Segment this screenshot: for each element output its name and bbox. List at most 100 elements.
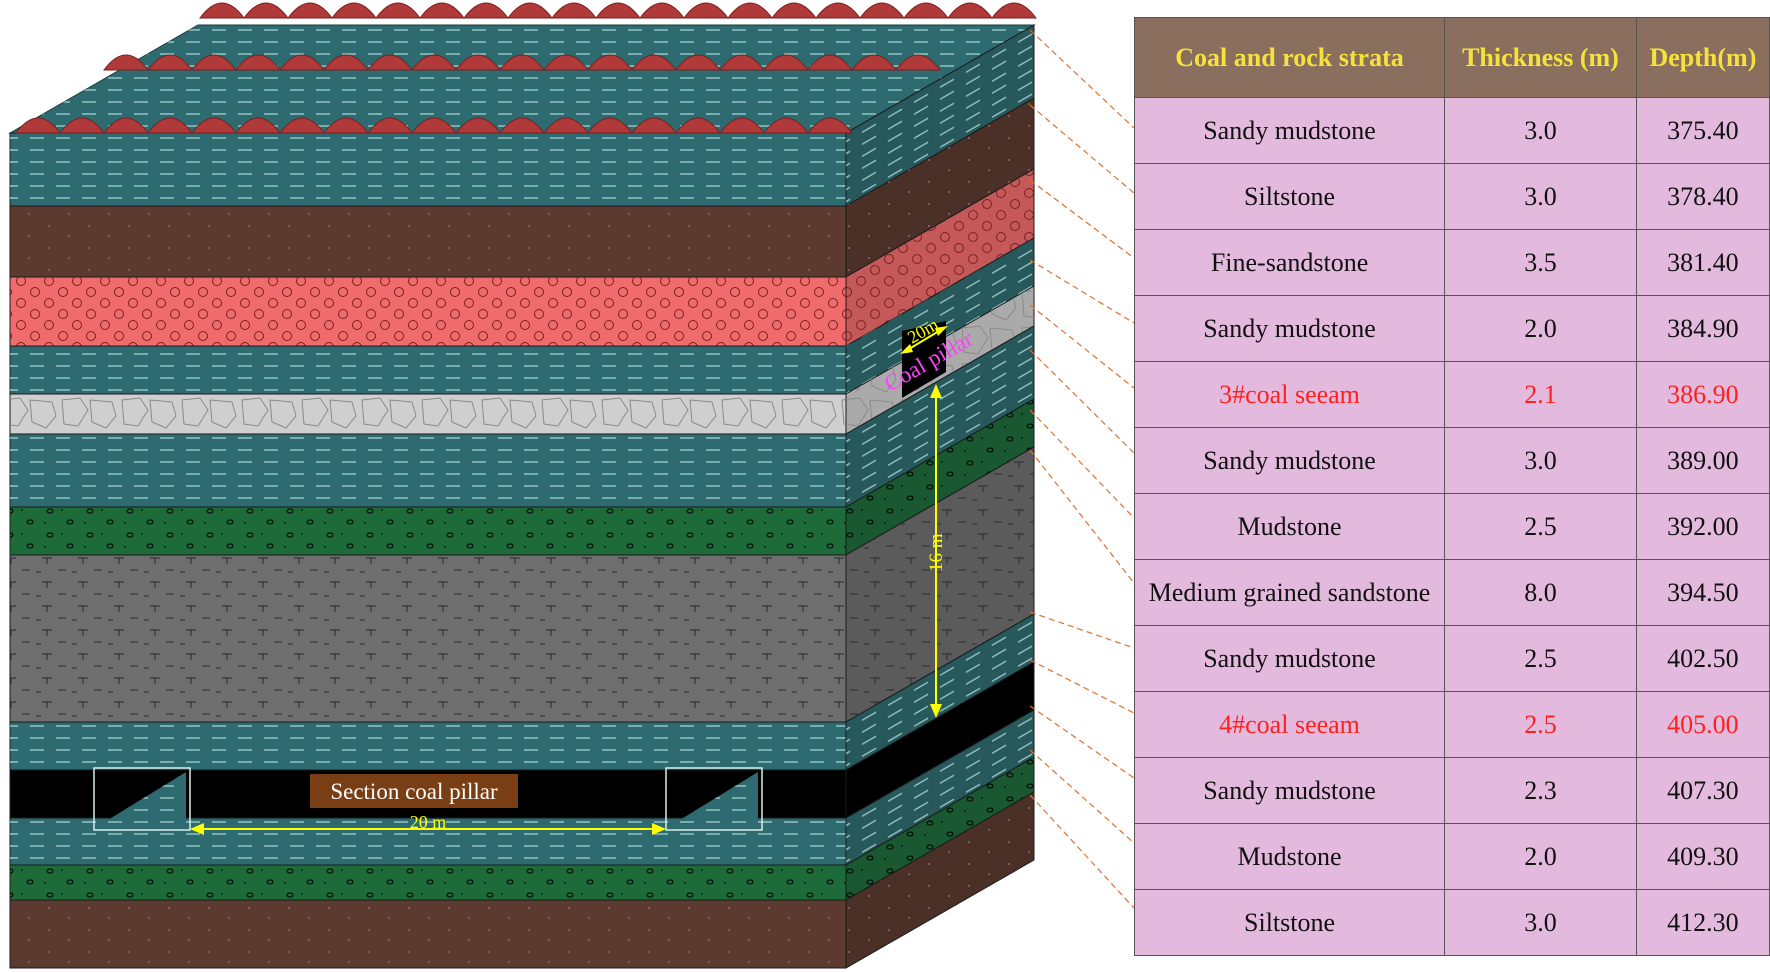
cell-stratum: Siltstone — [1133, 889, 1446, 956]
section-pillar-gob-left — [93, 767, 191, 831]
cell-thickness: 2.5 — [1444, 625, 1637, 692]
layer-pillar-stone-texture — [10, 394, 846, 434]
cell-stratum: Mudstone — [1133, 493, 1446, 560]
cell-depth: 378.40 — [1635, 163, 1770, 230]
hill — [639, 2, 685, 19]
cell-depth: 412.30 — [1635, 889, 1770, 956]
section-pillar-dimension — [190, 823, 666, 835]
section-pillar-width: 20 m — [410, 812, 447, 832]
cell-depth: 375.40 — [1635, 97, 1770, 164]
leader-line — [1029, 659, 1135, 714]
leader-line — [1029, 29, 1135, 129]
hill — [895, 54, 941, 71]
coal-pillar-width-dimension — [900, 326, 948, 354]
layer-hill-base-texture — [10, 133, 846, 206]
hill — [375, 2, 421, 19]
table-header-2: Depth(m) — [1635, 17, 1770, 98]
table-header-0: Coal and rock strata — [1133, 17, 1446, 98]
table-header-1: Thickness (m) — [1444, 17, 1637, 98]
vertical-distance-label: 16 m — [926, 533, 947, 572]
cell-thickness: 2.0 — [1444, 295, 1637, 362]
hill — [947, 2, 993, 19]
cell-stratum: Mudstone — [1133, 823, 1446, 890]
cell-thickness: 2.1 — [1444, 361, 1637, 428]
layer-sandy-mudstone-side-texture — [846, 326, 1034, 507]
cell-depth: 405.00 — [1635, 691, 1770, 758]
hill — [683, 2, 729, 19]
cell-depth: 394.50 — [1635, 559, 1770, 626]
layer-mudstone-side-texture — [846, 757, 1034, 900]
layer-siltstone-texture — [10, 206, 846, 277]
cell-thickness: 3.0 — [1444, 97, 1637, 164]
cell-stratum: 4#coal seeam — [1133, 691, 1446, 758]
cell-stratum: Sandy mudstone — [1133, 295, 1446, 362]
hill — [727, 2, 773, 19]
cell-thickness: 3.0 — [1444, 163, 1637, 230]
hill — [331, 2, 377, 19]
block-layers — [8, 24, 1036, 969]
cell-thickness: 3.0 — [1444, 889, 1637, 956]
cell-depth: 384.90 — [1635, 295, 1770, 362]
leader-line — [1029, 104, 1135, 194]
hill — [507, 2, 553, 19]
cell-thickness: 3.5 — [1444, 229, 1637, 296]
layer-medium-sandstone-side-texture — [846, 447, 1034, 722]
layer-mudstone-texture — [10, 507, 846, 555]
leader-line — [1029, 449, 1135, 584]
section-pillar-gob-right — [665, 767, 763, 831]
cell-depth: 389.00 — [1635, 427, 1770, 494]
hill — [859, 2, 905, 19]
cell-depth: 409.30 — [1635, 823, 1770, 890]
layer-sandy-mudstone-side-texture — [846, 614, 1034, 770]
layer-mudstone-texture — [10, 865, 846, 900]
cell-stratum: Sandy mudstone — [1133, 427, 1446, 494]
leader-line — [1029, 349, 1135, 454]
cell-thickness: 3.0 — [1444, 427, 1637, 494]
hill — [991, 2, 1037, 19]
leader-line — [1029, 179, 1135, 259]
block-top-texture — [10, 25, 1034, 133]
cell-thickness: 2.5 — [1444, 493, 1637, 560]
cell-thickness: 2.5 — [1444, 691, 1637, 758]
cell-thickness: 2.3 — [1444, 757, 1637, 824]
hill — [199, 2, 245, 19]
cell-stratum: Sandy mudstone — [1133, 757, 1446, 824]
hill — [419, 2, 465, 19]
section-pillar-label: Section coal pillar — [330, 779, 498, 804]
surface-hills — [15, 2, 1037, 134]
leader-line — [1029, 611, 1135, 649]
cell-stratum: 3#coal seeam — [1133, 361, 1446, 428]
cell-depth: 381.40 — [1635, 229, 1770, 296]
leader-line — [1029, 304, 1135, 389]
cell-thickness: 8.0 — [1444, 559, 1637, 626]
cell-depth: 392.00 — [1635, 493, 1770, 560]
cell-stratum: Fine-sandstone — [1133, 229, 1446, 296]
hill — [815, 2, 861, 19]
layer-sandy-mudstone-texture — [10, 434, 846, 507]
layer-sandy-mudstone-texture — [10, 346, 846, 394]
leader-line — [1029, 794, 1135, 909]
hill — [551, 2, 597, 19]
hill — [463, 2, 509, 19]
cell-depth: 402.50 — [1635, 625, 1770, 692]
vertical-distance-dimension — [930, 384, 942, 718]
layer-fine-sandstone-side-texture — [846, 169, 1034, 346]
hill — [243, 2, 289, 19]
hill — [807, 117, 853, 134]
leader-line — [1029, 749, 1135, 844]
coal-pillar-block — [902, 321, 946, 398]
cell-depth: 407.30 — [1635, 757, 1770, 824]
